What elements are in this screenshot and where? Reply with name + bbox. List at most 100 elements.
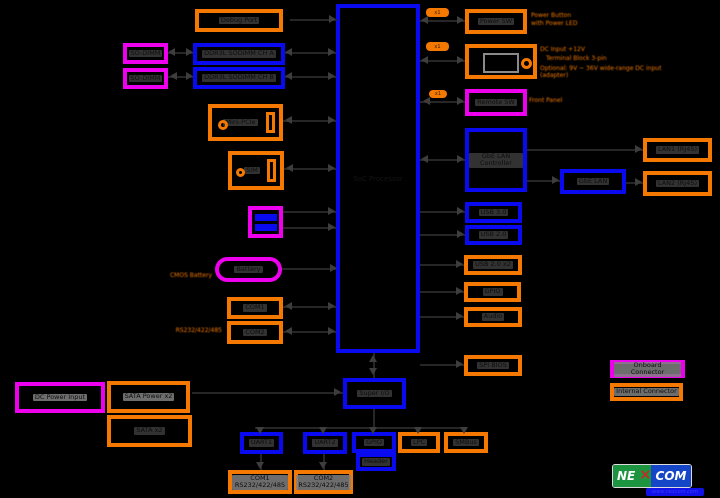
battery-label: Battery xyxy=(234,264,263,274)
wire xyxy=(285,52,336,54)
arrowhead-icon xyxy=(328,207,335,215)
arrowhead-icon xyxy=(552,176,559,184)
minipcie-hole-icon xyxy=(218,120,228,130)
arrowhead-icon xyxy=(457,155,464,163)
legend-onboard-label: Onboard Connector xyxy=(614,361,681,377)
superio-label: Super I/O xyxy=(357,388,392,398)
pcie-lane-badge-1: x1 xyxy=(426,8,449,17)
lan-controller-block: GbE LAN Controller xyxy=(465,128,527,192)
wire xyxy=(420,20,465,22)
wire xyxy=(283,120,336,122)
arrowhead-icon xyxy=(286,164,293,172)
gpio-header-label: Header xyxy=(362,457,390,466)
gpio-conn-block: GPIO xyxy=(464,282,521,302)
arrowhead-icon xyxy=(328,48,335,56)
wire xyxy=(626,182,643,184)
arrowhead-icon xyxy=(285,302,292,310)
minipcie-slot-icon xyxy=(266,112,275,133)
sata-block: SATA x2 xyxy=(107,415,192,447)
remote-note: Front Panel xyxy=(529,97,563,104)
lan-phy-block: GbE LAN xyxy=(560,169,626,194)
sata-power-block: SATA Power x2 xyxy=(107,381,190,413)
arrowhead-icon xyxy=(369,427,377,434)
lan1-label: LAN1 (RJ45) xyxy=(655,145,700,154)
lan-controller-label: GbE LAN Controller xyxy=(469,152,523,168)
pcie-lane-badge-3: x1 xyxy=(429,90,447,98)
gpio-block: GPIO xyxy=(352,432,396,453)
ddr-channel-a-block: DDR3L SODIMM CH A xyxy=(193,43,285,65)
usb-header-label: USB 2.0 x2 xyxy=(473,260,513,269)
wire xyxy=(168,52,193,54)
dc-note-1: DC Input +12V xyxy=(540,46,585,53)
smbus-label: SMBus xyxy=(453,437,479,447)
uart1-block: UART1 xyxy=(240,432,283,454)
sata-label: SATA x2 xyxy=(134,426,165,435)
arrowhead-icon xyxy=(170,72,177,80)
ddr-channel-b-block: DDR3L SODIMM CH B xyxy=(193,67,285,89)
usb3-block: USB 3.0 xyxy=(465,202,522,223)
wire xyxy=(168,76,193,78)
sodimm1-block: SO-DIMM xyxy=(123,43,168,64)
wire xyxy=(373,353,375,378)
arrowhead-icon xyxy=(186,48,193,56)
sata-power-label: SATA Power x2 xyxy=(122,392,175,401)
cpu-block: SoC Processor xyxy=(336,4,420,353)
arrowhead-icon xyxy=(456,260,463,268)
lan-phy-label: GbE LAN xyxy=(576,176,610,186)
arrowhead-icon xyxy=(334,388,341,396)
wire xyxy=(420,60,465,62)
legend-internal-label: Internal Connector xyxy=(614,387,679,396)
arrowhead-icon xyxy=(456,312,463,320)
uart2-label: UART2 xyxy=(312,438,338,447)
lpc-label: LPC xyxy=(410,437,428,447)
lan2-block: LAN2 (RJ45) xyxy=(643,171,712,196)
uart1-label: UART1 xyxy=(248,438,275,447)
gpio-label: GPIO xyxy=(364,437,384,447)
dc-jack-pin-icon xyxy=(521,58,532,69)
wire xyxy=(373,409,375,427)
wire xyxy=(527,149,643,151)
wire xyxy=(192,392,343,394)
arrowhead-icon xyxy=(457,207,464,215)
arrowhead-icon xyxy=(421,56,428,64)
wire xyxy=(420,291,464,293)
arrowhead-icon xyxy=(285,327,292,335)
cpu-label: SoC Processor xyxy=(353,174,403,183)
power-switch-label: Power SW xyxy=(477,16,515,26)
ddr-channel-a-label: DDR3L SODIMM CH A xyxy=(202,49,276,58)
arrowhead-icon xyxy=(285,48,292,56)
wire xyxy=(283,331,336,333)
superio-block: Super I/O xyxy=(343,378,406,409)
wire xyxy=(420,264,464,266)
audio-conn-label: Audio xyxy=(481,312,505,321)
nexcom-logo-x-icon: ✕ xyxy=(639,466,652,484)
arrowhead-icon xyxy=(456,360,463,368)
arrowhead-icon xyxy=(319,462,327,469)
arrowhead-icon xyxy=(256,462,264,469)
arrowhead-icon xyxy=(329,15,336,23)
arrowhead-icon xyxy=(635,178,642,186)
com2-label: COM2 xyxy=(243,327,267,337)
pcie-lane-badge-2: x1 xyxy=(426,42,449,51)
com-conn2-block: COM2 RS232/422/485 xyxy=(294,470,353,494)
arrowhead-icon xyxy=(285,72,292,80)
usb-header-block: USB 2.0 x2 xyxy=(464,255,522,275)
arrowhead-icon xyxy=(423,97,430,105)
battery-block: Battery xyxy=(215,257,282,282)
power-switch-note-1: Power Button xyxy=(531,12,572,19)
nexcom-logo-com: COM xyxy=(651,465,691,487)
usb3-label: USB 3.0 xyxy=(478,207,509,217)
com2-block: COM2 xyxy=(227,321,283,344)
usb-port2-icon xyxy=(254,223,277,231)
wire xyxy=(290,19,337,21)
dc-jack-block xyxy=(465,44,537,79)
debug-port-block: Debug Port xyxy=(195,9,283,32)
com-conn1-block: COM1 RS232/422/485 xyxy=(228,470,292,494)
gpio-header-block: Header xyxy=(356,453,396,471)
dc-note-3: Optional: 9V ~ 36V wide-range DC input (… xyxy=(540,65,662,79)
power-input-block: DC Power Input xyxy=(15,382,105,413)
usb-port1-icon xyxy=(254,213,277,221)
arrowhead-icon xyxy=(330,264,337,272)
nexcom-url: www.nexcom.com xyxy=(646,488,704,496)
arrowhead-icon xyxy=(460,427,468,434)
